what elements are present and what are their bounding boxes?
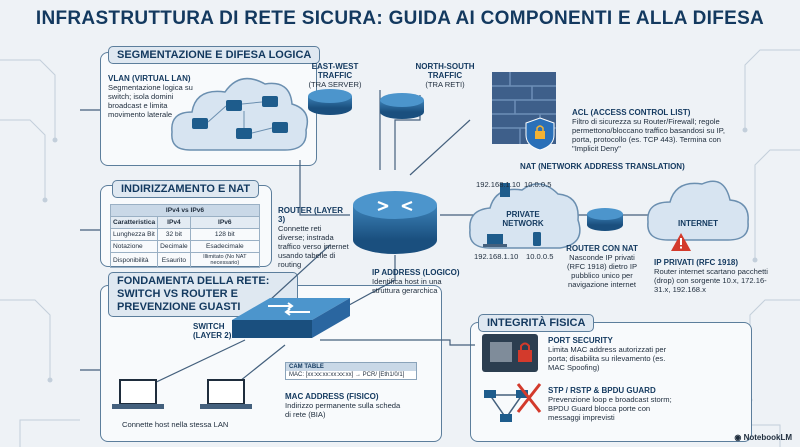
table-header: IPv4 (157, 216, 191, 229)
vlan-desc: Segmentazione logica su switch; isola do… (108, 83, 193, 119)
router-nat-label: ROUTER CON NAT Nasconde IP privati (RFC … (566, 244, 638, 289)
mac-address-label: MAC ADDRESS (FISICO) Indirizzo permanent… (285, 392, 401, 419)
brand-badge: ◉ NotebookLM (734, 433, 792, 442)
switch-icon (232, 298, 350, 338)
laptop-icon (200, 379, 252, 409)
northsouth-router-icon (380, 93, 424, 119)
main-router-icon (353, 191, 437, 254)
private-ip-label: IP PRIVATI (RFC 1918) Router internet sc… (654, 258, 768, 294)
table-caption: IPv4 vs IPv6 (110, 204, 260, 217)
ip-address-label: IP ADDRESS (LOGICO) Identifica host in u… (372, 268, 460, 295)
foundation-tab: FONDAMENTA DELLA RETE: SWITCH VS ROUTER … (108, 272, 298, 317)
eastwest-label: EAST-WEST TRAFFIC (TRA SERVER) (308, 62, 362, 89)
vlan-cloud (171, 77, 309, 151)
addressing-tab: INDIRIZZAMENTO E NAT (112, 180, 260, 198)
acl-label: ACL (ACCESS CONTROL LIST) Filtro di sicu… (572, 108, 725, 153)
table-header: IPv6 (189, 216, 261, 229)
stp-blocked-icon (484, 383, 542, 422)
ip-label: 192.168.1.10 (476, 180, 521, 189)
ethernet-port-icon (482, 334, 538, 372)
firewall-icon (492, 72, 556, 151)
laptop-icon (112, 379, 164, 409)
router-label: ROUTER (LAYER 3) Connette reti diverse; … (278, 206, 349, 269)
ip-label: 10.0.0.5 (526, 252, 554, 261)
phone-icon (533, 232, 541, 246)
private-network-label: PRIVATE NETWORK (502, 210, 544, 228)
switch-title: SWITCH (LAYER 2) (193, 322, 232, 340)
internet-label: INTERNET (678, 219, 718, 228)
vlan-label: VLAN (VIRTUAL LAN) Segmentazione logica … (108, 74, 203, 119)
eastwest-router-icon (308, 89, 352, 115)
ip-label: 10.0.0.5 (524, 180, 552, 189)
notebook-icon: ◉ (734, 433, 744, 442)
port-security-label: PORT SECURITY Limita MAC address autoriz… (548, 336, 667, 372)
nat-title: NAT (NETWORK ADDRESS TRANSLATION) (520, 162, 685, 171)
server-icon (500, 183, 510, 197)
cam-table: CAM TABLE MAC: [xx:xx:xx:xx:xx:xx] → PCR… (285, 362, 417, 380)
hosts-caption: Connette host nella stessa LAN (122, 420, 229, 429)
warning-icon (671, 233, 691, 251)
private-network-cloud (469, 183, 581, 249)
laptop-icon (483, 234, 507, 247)
cam-table-title: CAM TABLE (286, 363, 416, 371)
stp-label: STP / RSTP & BPDU GUARD Prevenzione loop… (548, 386, 672, 422)
ip-label: 192.168.1.10 (474, 252, 519, 261)
northsouth-label: NORTH-SOUTH TRAFFIC (TRA RETI) (415, 62, 475, 89)
page-title: INFRASTRUTTURA DI RETE SICURA: GUIDA AI … (35, 8, 765, 29)
vlan-title: VLAN (VIRTUAL LAN) (108, 74, 191, 83)
segmentation-tab: SEGMENTAZIONE E DIFESA LOGICA (108, 46, 321, 64)
cam-table-row: MAC: [xx:xx:xx:xx:xx:xx] → PCR/ [Eth1/0/… (289, 372, 405, 378)
nat-router-icon (587, 208, 623, 231)
physical-tab: INTEGRITÀ FISICA (478, 314, 595, 332)
internet-cloud (647, 180, 749, 241)
